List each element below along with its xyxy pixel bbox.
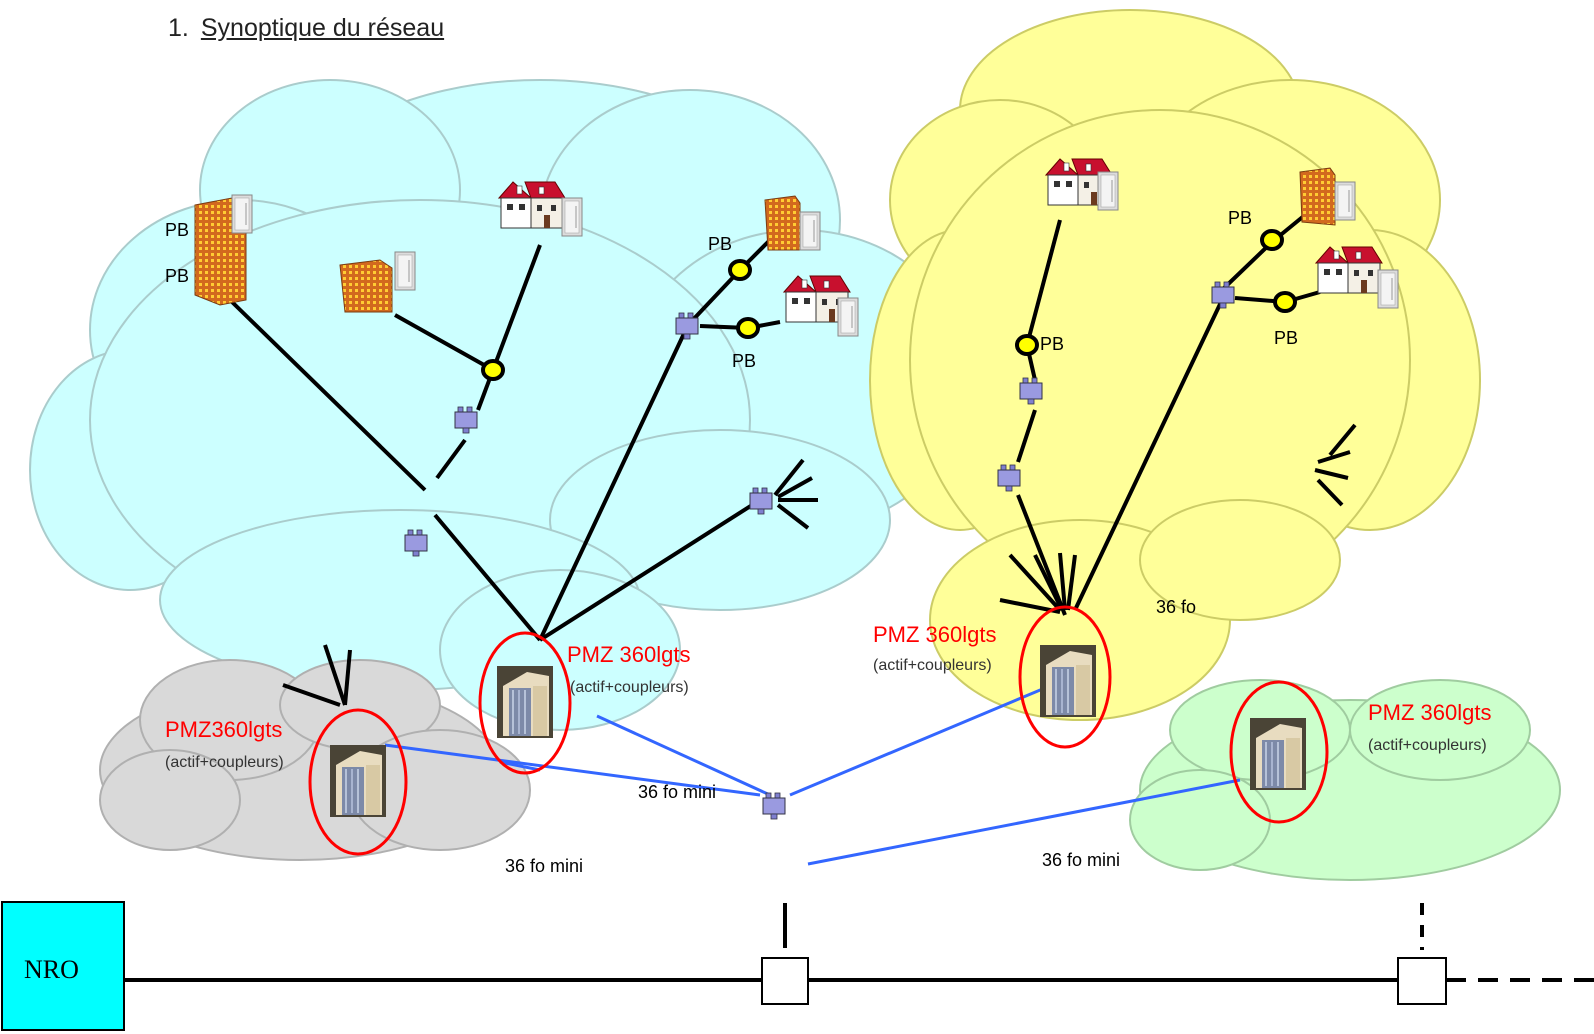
pmz-title: PMZ360lgts	[165, 717, 282, 742]
junction-box	[761, 957, 809, 1005]
cloud-yellow	[869, 9, 1481, 721]
cloud-cyan	[29, 79, 971, 731]
heading-title: Synoptique du réseau	[200, 14, 445, 42]
pb-ring-icon	[1260, 229, 1284, 251]
pmz-cabinet-icon	[329, 744, 387, 818]
pb-label: PB	[1228, 208, 1252, 228]
cable-label: 36 fo mini	[505, 856, 583, 876]
pmz-subtitle: (actif+coupleurs)	[165, 754, 284, 771]
pmz-subtitle: (actif+coupleurs)	[570, 679, 689, 696]
pmz-grey	[308, 708, 408, 856]
fiber-lines	[228, 213, 1357, 707]
pb-ring-icon	[1273, 291, 1297, 313]
pb-label: PB	[708, 234, 732, 254]
house-icon	[1045, 158, 1119, 211]
pmz-cabinet-icon	[1249, 717, 1307, 791]
pmz-cabinet-icon	[1039, 644, 1097, 718]
pmz-title: PMZ 360lgts	[1368, 700, 1492, 725]
heading-number: 1.	[168, 14, 189, 42]
pmz-yellow	[1018, 605, 1112, 749]
pb-label: PB	[732, 351, 756, 371]
pmz-green	[1229, 680, 1329, 824]
junction-box	[1397, 957, 1447, 1005]
pb-label: PB	[1040, 334, 1064, 354]
pb-ring-icon	[728, 259, 752, 281]
pb-ring-icon	[736, 317, 760, 339]
pb-ring-icon	[481, 359, 505, 381]
pb-label: PB	[1274, 328, 1298, 348]
pmz-subtitle: (actif+coupleurs)	[1368, 737, 1487, 754]
pmz-title: PMZ 360lgts	[873, 622, 997, 647]
pmz-subtitle: (actif+coupleurs)	[873, 657, 992, 674]
pb-label: PB	[165, 266, 189, 286]
building-icon	[339, 251, 416, 313]
section-heading: 1. Synoptique du réseau	[168, 14, 444, 43]
backbone	[124, 903, 1594, 1005]
nro-box: NRO	[1, 901, 125, 1031]
pmz-title: PMZ 360lgts	[567, 642, 691, 667]
pmz-cabinet-icon	[496, 665, 554, 739]
blue-links	[384, 686, 1241, 866]
splice-box-icon	[762, 792, 786, 820]
nro-label: NRO	[24, 955, 79, 984]
cable-label: 36 fo	[1156, 597, 1196, 617]
building-icon	[764, 195, 821, 251]
cable-label: 36 fo mini	[1042, 850, 1120, 870]
building-icon	[194, 194, 253, 306]
building-icon	[1299, 167, 1356, 226]
pmz-cyan	[478, 631, 572, 775]
cloud-green	[1129, 679, 1561, 881]
pb-label: PB	[165, 220, 189, 240]
cable-label: 36 fo mini	[638, 782, 716, 802]
pb-ring-icon	[1015, 334, 1039, 356]
pb-rings	[481, 229, 1297, 381]
